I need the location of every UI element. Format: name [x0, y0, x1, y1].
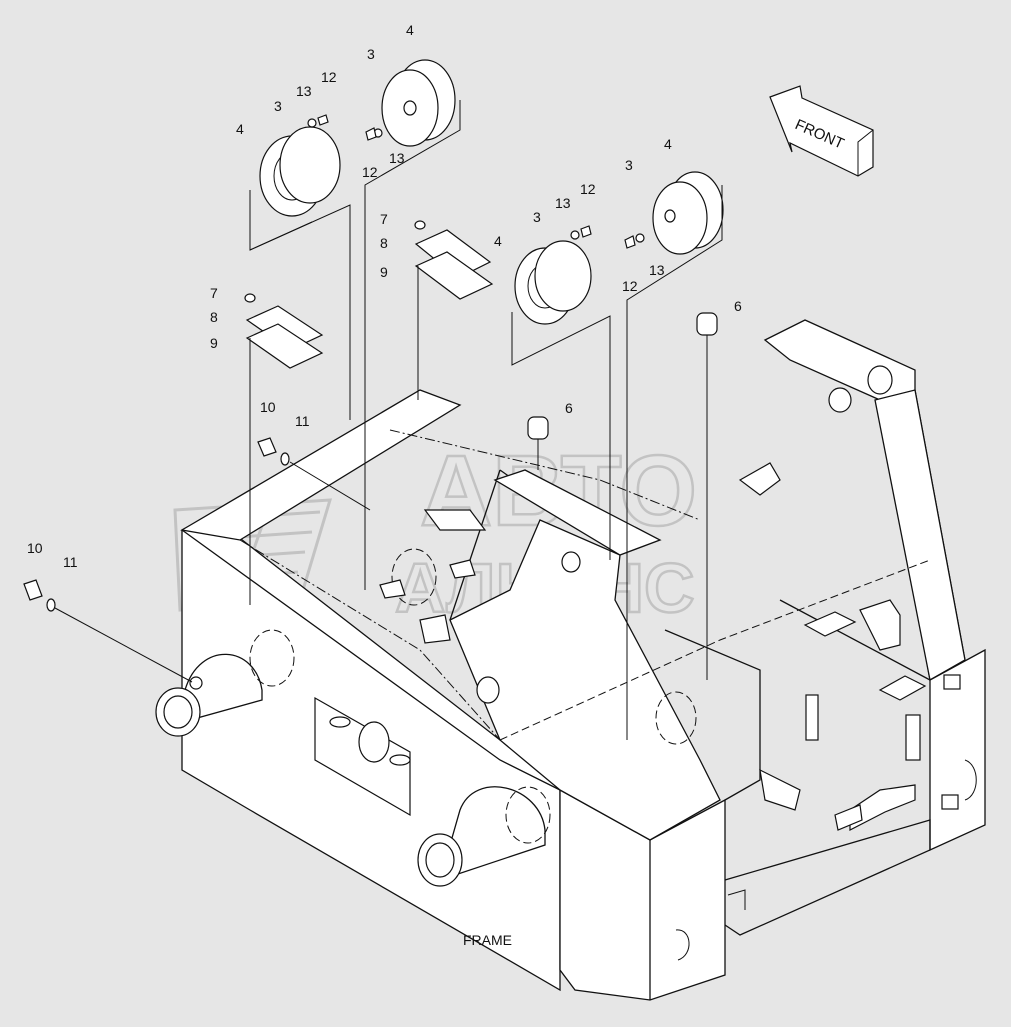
cover-plate-3c — [534, 240, 592, 312]
bolt-12c — [580, 225, 592, 238]
parts-group-f — [624, 171, 724, 740]
callout-11a: 11 — [295, 413, 310, 429]
front-axle-hub — [417, 786, 546, 887]
parts-group-c — [244, 293, 324, 605]
callout-13d: 13 — [649, 262, 665, 278]
callout-13b: 13 — [389, 150, 405, 166]
callout-8b: 8 — [380, 235, 388, 251]
callout-10a: 10 — [260, 399, 276, 415]
bolt-12b — [365, 127, 377, 141]
cover-plate-3d — [652, 181, 708, 255]
callout-labels: 4 3 13 12 4 3 12 13 7 8 9 7 8 9 4 3 13 1… — [27, 22, 742, 570]
callout-13c: 13 — [555, 195, 571, 211]
plug-10b — [23, 579, 193, 683]
parts-group-a — [249, 114, 351, 420]
callout-3a: 3 — [274, 98, 282, 114]
frame-body — [155, 319, 986, 1001]
washer-13c — [570, 230, 580, 240]
nut-7b — [414, 220, 426, 230]
callout-9a: 9 — [210, 335, 218, 351]
callout-8a: 8 — [210, 309, 218, 325]
callout-13a: 13 — [296, 83, 312, 99]
left-axle-hub — [155, 653, 263, 737]
callout-4c: 4 — [494, 233, 502, 249]
cover-plate-3a — [279, 126, 341, 204]
callout-12d: 12 — [622, 278, 638, 294]
diagram-caption: FRAME — [463, 932, 512, 948]
callout-10b: 10 — [27, 540, 43, 556]
callout-3c: 3 — [533, 209, 541, 225]
callout-4b: 4 — [406, 22, 414, 38]
callout-12c: 12 — [580, 181, 596, 197]
bolt-12d — [624, 235, 636, 249]
callout-11b: 11 — [63, 554, 78, 570]
callout-3b: 3 — [367, 46, 375, 62]
parts-group-b — [364, 59, 461, 590]
callout-6a: 6 — [734, 298, 742, 314]
washer-13a — [307, 118, 317, 128]
oring-11b — [46, 598, 56, 612]
callout-12a: 12 — [321, 69, 337, 85]
callout-4a: 4 — [236, 121, 244, 137]
callout-7b: 7 — [380, 211, 388, 227]
gasket-9a — [245, 323, 324, 369]
breather-6b — [527, 416, 549, 470]
callout-3d: 3 — [625, 157, 633, 173]
callout-6b: 6 — [565, 400, 573, 416]
plug-10a — [257, 437, 371, 511]
callout-4d: 4 — [664, 136, 672, 152]
gasket-9b — [414, 251, 494, 300]
callout-7a: 7 — [210, 285, 218, 301]
washer-13d — [635, 233, 645, 243]
front-arrow: FRONT — [769, 85, 874, 177]
oring-11a — [280, 452, 290, 466]
breather-6a — [696, 312, 718, 680]
bolt-12a — [317, 114, 329, 126]
callout-12b: 12 — [362, 164, 378, 180]
parts-group-e — [511, 225, 611, 560]
nut-7a — [244, 293, 256, 303]
parts-group-d — [414, 220, 494, 400]
callout-9b: 9 — [380, 264, 388, 280]
